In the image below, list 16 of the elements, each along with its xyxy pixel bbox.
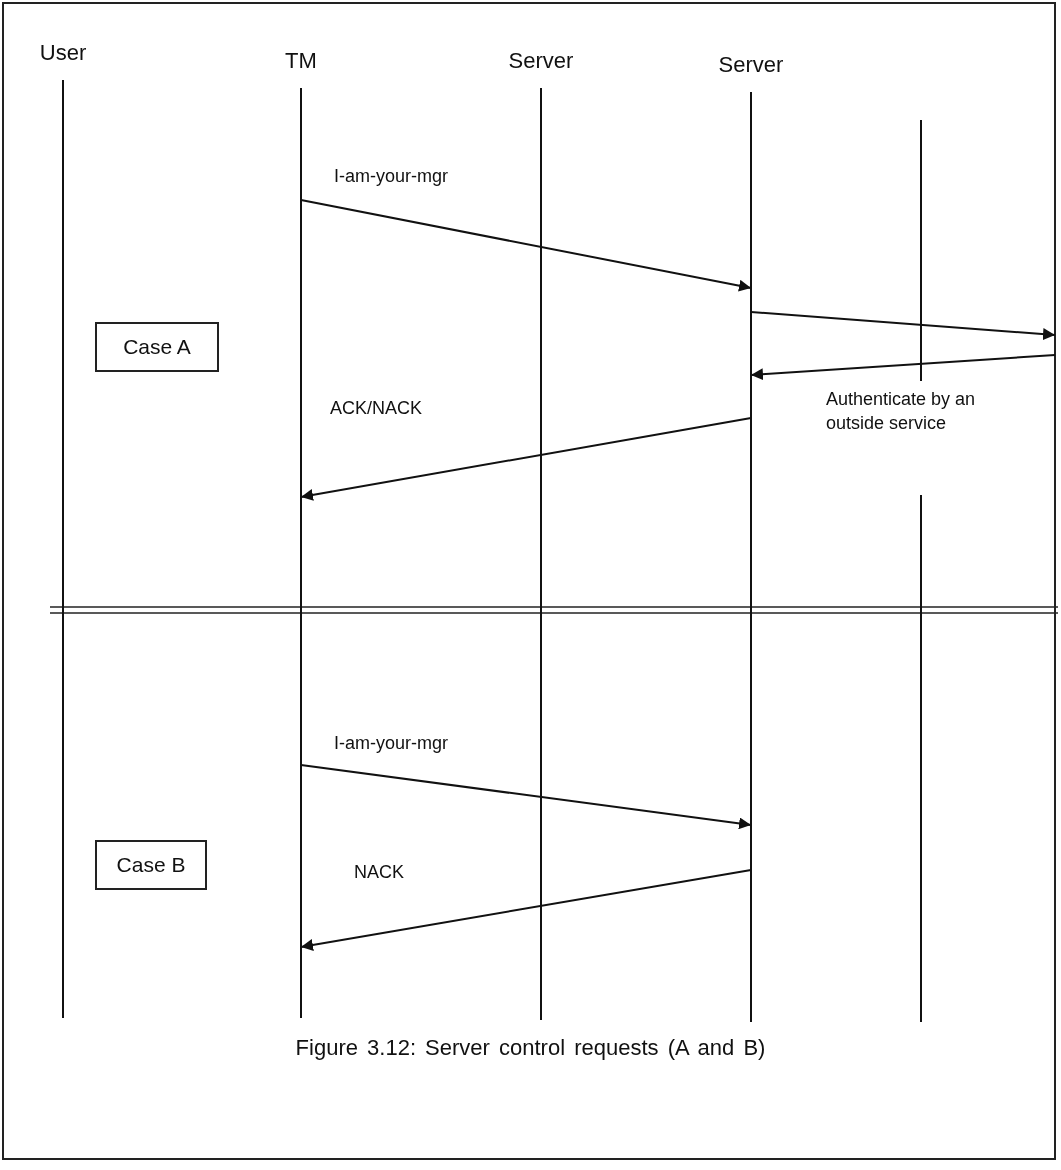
message-arrow <box>300 764 752 830</box>
edge-label: I-am-your-mgr <box>332 733 450 754</box>
message-arrow <box>750 354 1056 381</box>
message-arrow <box>750 311 1056 341</box>
participant-label: Server <box>508 48 574 74</box>
annotation-text: Authenticate by an outside service <box>826 388 976 435</box>
figure-caption: Figure 3.12: Server control requests (A and B) <box>294 1035 767 1061</box>
message-arrow <box>300 417 752 501</box>
participant-label: TM <box>285 48 317 74</box>
case-label-box: Case A <box>95 322 219 372</box>
edge-label: I-am-your-mgr <box>332 166 450 187</box>
message-arrow <box>300 869 752 951</box>
participant-label: User <box>39 40 87 66</box>
case-label-box: Case B <box>95 840 207 890</box>
message-arrow <box>300 199 752 292</box>
participant-label: Server <box>718 52 784 78</box>
